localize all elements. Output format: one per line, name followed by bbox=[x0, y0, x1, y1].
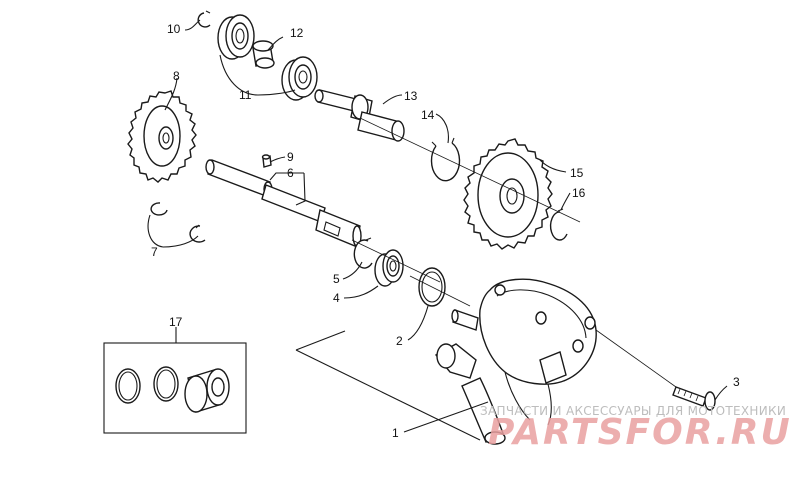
callout-11: 11 bbox=[239, 88, 252, 102]
part-7-snap-ring-a bbox=[150, 202, 168, 216]
callout-6: 6 bbox=[287, 166, 294, 180]
callout-15: 15 bbox=[570, 166, 584, 180]
assembly-guide-lines bbox=[351, 117, 677, 388]
part-17-seal-kit bbox=[103, 342, 247, 434]
part-4-bearing bbox=[374, 249, 404, 287]
part-13-shaft bbox=[314, 89, 405, 142]
callout-1: 1 bbox=[392, 426, 399, 440]
part-10-snap-ring bbox=[197, 10, 211, 28]
part-1-pump-housing bbox=[434, 278, 597, 445]
callout-12: 12 bbox=[290, 26, 304, 40]
watermark-logo: PARTSFOR.RU bbox=[488, 412, 792, 453]
callout-9: 9 bbox=[287, 150, 294, 164]
callout-labels: 12 10 8 11 13 14 9 6 15 16 7 5 4 2 3 1 1… bbox=[151, 22, 740, 440]
part-16-snap-ring bbox=[549, 208, 568, 241]
watermark-tagline: ЗАПЧАСТИ И АКСЕССУАРЫ ДЛЯ МОТОТЕХНИКИ bbox=[480, 404, 787, 418]
part-12-spacer bbox=[252, 40, 275, 69]
part-8-gear bbox=[127, 90, 197, 183]
part-9-pin bbox=[261, 154, 272, 168]
callout-16: 16 bbox=[572, 186, 586, 200]
callout-3: 3 bbox=[733, 375, 740, 389]
callout-7: 7 bbox=[151, 245, 158, 259]
callout-2: 2 bbox=[396, 334, 403, 348]
callout-13: 13 bbox=[404, 89, 418, 103]
base-plane-lines bbox=[295, 330, 481, 441]
part-14-circlip bbox=[430, 137, 461, 182]
callout-14: 14 bbox=[421, 108, 435, 122]
part-15-gear bbox=[463, 138, 553, 250]
callout-4: 4 bbox=[333, 291, 340, 305]
part-11-bearing bbox=[281, 56, 318, 101]
part-bearing-top bbox=[217, 14, 255, 60]
callout-5: 5 bbox=[333, 272, 340, 286]
part-3-bolt bbox=[672, 386, 716, 411]
part-7-snap-ring-b bbox=[189, 224, 206, 243]
callout-10: 10 bbox=[167, 22, 181, 36]
part-6-shaft bbox=[205, 159, 362, 247]
callout-17: 17 bbox=[169, 315, 183, 329]
callout-8: 8 bbox=[173, 69, 180, 83]
leader-lines bbox=[147, 19, 728, 433]
